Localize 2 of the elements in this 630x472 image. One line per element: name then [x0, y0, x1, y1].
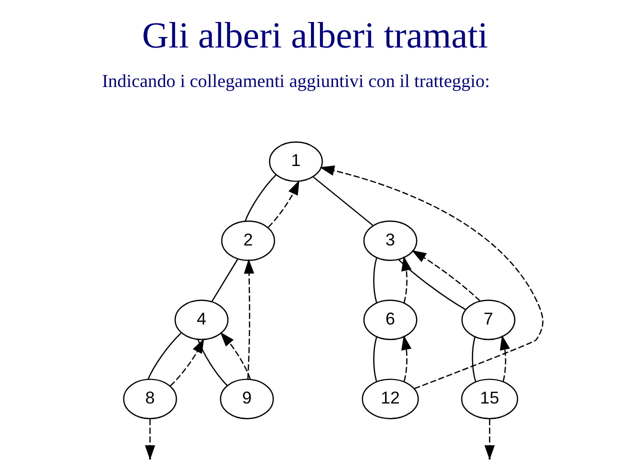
diagram-title: Gli alberi alberi tramati — [142, 14, 488, 56]
label: Indicando i collegamenti aggiuntivi con il tratteggio: — [102, 71, 490, 92]
